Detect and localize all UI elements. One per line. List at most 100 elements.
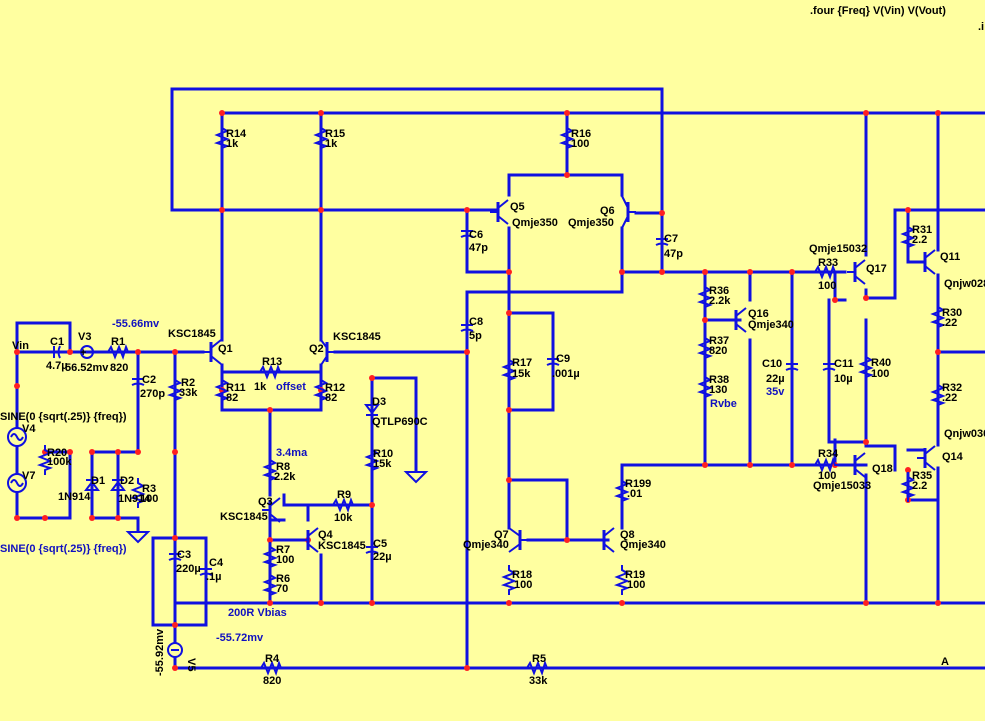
q17-value: Qmje15032 [809, 243, 867, 255]
r32-ref: R32 [942, 382, 962, 394]
q2-symbol [320, 339, 335, 366]
r20-value: 100k [47, 456, 72, 468]
q3-ref: Q3 [258, 496, 273, 508]
v7-ref: V7 [22, 470, 35, 482]
d3-value: QTLP690C [372, 416, 428, 428]
q16-value: Qmje340 [748, 319, 794, 331]
v4-value: SINE(0 {sqrt(.25)} {freq}) [0, 411, 127, 423]
r5-value: 33k [529, 675, 548, 687]
annotation-rvbe: Rvbe [710, 398, 737, 410]
r33-ref: R33 [818, 257, 838, 269]
r35-ref: R35 [912, 470, 932, 482]
r7-value: 100 [276, 554, 294, 566]
v7-value: SINE(0 {sqrt(.25)} {freq}) [0, 543, 127, 555]
spice-directive: .four {Freq} V(Vin) V(Vout) [810, 5, 946, 17]
q4-ref: Q4 [318, 529, 334, 541]
r11-ref: R11 [226, 382, 246, 394]
r37-ref: R37 [709, 335, 729, 347]
q17-symbol [845, 258, 867, 286]
r18-value: 100 [514, 579, 532, 591]
r32-value: .22 [942, 392, 957, 404]
r38-value: 130 [709, 384, 727, 396]
v3-symbol: + [80, 345, 94, 359]
r10-ref: R10 [373, 448, 393, 460]
r1-value: 820 [110, 362, 128, 374]
r11-value: 82 [226, 392, 238, 404]
q4-symbol [298, 526, 320, 554]
d2-symbol [110, 479, 126, 491]
r8-ref: R8 [276, 461, 290, 473]
c10-value: 22µ [766, 373, 785, 385]
q1-ref: Q1 [218, 343, 233, 355]
r12-ref: R12 [325, 382, 345, 394]
c9-value: .001µ [552, 368, 580, 380]
annotation-node-voltage-1: -55.66mv [112, 318, 160, 330]
v4-ref: V4 [22, 423, 36, 435]
r7-symbol [264, 541, 276, 573]
annotation-node-voltage-2: -55.72mv [216, 632, 264, 644]
c1-symbol [53, 345, 61, 359]
r16-ref: R16 [571, 128, 591, 140]
r9-symbol [327, 499, 359, 511]
c11-ref: C11 [834, 358, 854, 370]
r30-ref: R30 [942, 307, 962, 319]
net-label-vin: Vin [12, 340, 29, 352]
r34-ref: R34 [818, 448, 839, 460]
r14-ref: R14 [226, 128, 247, 140]
v3-ref: V3 [78, 331, 91, 343]
c7-ref: C7 [664, 233, 678, 245]
c9-ref: C9 [556, 353, 570, 365]
r31-value: 2.2 [912, 234, 927, 246]
q16-symbol [726, 306, 748, 334]
v5-value: -55.92mv [154, 628, 166, 676]
v3-value: 56.52mv [65, 362, 109, 374]
r3-value: 100 [140, 493, 158, 505]
q6-value: Qmje350 [568, 217, 614, 229]
r13-symbol [254, 366, 286, 378]
q18-ref: Q18 [872, 463, 893, 475]
r36-value: 2.2k [709, 295, 731, 307]
c11-value: 10µ [834, 373, 853, 385]
r15-value: 1k [325, 138, 338, 150]
r9-ref: R9 [337, 489, 351, 501]
r17-ref: R17 [512, 357, 532, 369]
q2-value: KSC1845 [333, 331, 381, 343]
c5-ref: C5 [373, 538, 387, 550]
r13-value: 1k [254, 381, 267, 393]
d1-symbol [84, 479, 100, 491]
q2-ref: Q2 [309, 343, 324, 355]
c3-value: 220µ [176, 563, 201, 575]
c1-ref: C1 [50, 336, 64, 348]
r19-ref: R19 [625, 569, 645, 581]
r15-ref: R15 [325, 128, 345, 140]
c2-ref: C2 [142, 374, 156, 386]
r199-ref: R199 [625, 478, 651, 490]
v5-ref: V5 [185, 658, 197, 671]
q11-value: Qnjw0281 [944, 278, 985, 290]
c8-ref: C8 [469, 316, 483, 328]
d1-value: 1N914 [58, 491, 91, 503]
c2-value: 270p [140, 388, 165, 400]
r3-ref: R3 [142, 483, 156, 495]
q11-symbol [915, 248, 937, 276]
c4-ref: C4 [209, 557, 224, 569]
c6-ref: C6 [469, 229, 483, 241]
c1-value: 4.7µ [46, 360, 68, 372]
c6-value: 47p [469, 242, 488, 254]
q7-symbol [508, 527, 528, 553]
r4-value: 820 [263, 675, 281, 687]
v5-symbol [167, 642, 183, 658]
c10-extra: 35v [766, 386, 785, 398]
q4-value: KSC1845 [318, 540, 366, 552]
d2-ref: D2 [120, 475, 134, 487]
q5-value: Qmje350 [512, 217, 558, 229]
r18-ref: R18 [512, 569, 532, 581]
v4-symbol [7, 427, 27, 447]
c5-value: 22µ [373, 551, 392, 563]
r17-value: 15k [512, 368, 531, 380]
q11-ref: Q11 [940, 251, 960, 263]
r12-value: 82 [325, 392, 337, 404]
r9-value: 10k [334, 512, 353, 524]
q8-value: Qmje340 [620, 539, 666, 551]
